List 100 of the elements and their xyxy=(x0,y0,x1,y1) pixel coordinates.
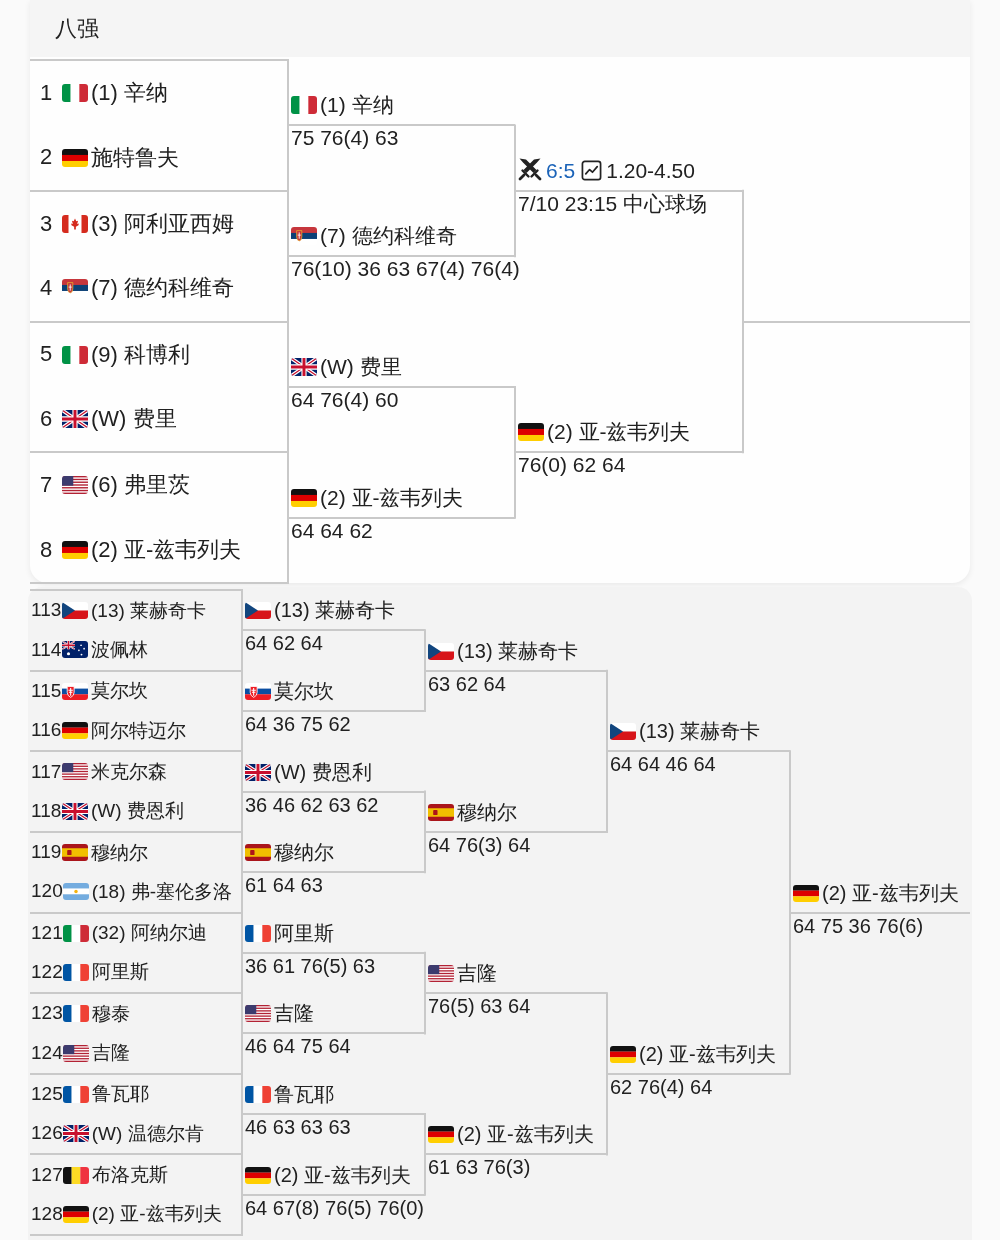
match-score: 46 64 75 64 xyxy=(245,1034,351,1059)
player-name: 穆纳尔 xyxy=(91,840,148,865)
player-name: (2) 亚-兹韦列夫 xyxy=(547,419,691,446)
match-score: 63 62 64 xyxy=(428,671,506,696)
match-score: 36 61 76(5) 63 xyxy=(245,953,376,978)
match-score: 46 63 63 63 xyxy=(245,1115,351,1140)
bracket-line xyxy=(287,189,289,258)
match-score: 64 64 46 64 xyxy=(610,752,716,777)
match-score: 64 62 64 xyxy=(245,631,323,656)
player-name: 鲁瓦耶 xyxy=(91,1082,149,1107)
draw-position: 6 xyxy=(40,405,54,433)
draw-position: 114 xyxy=(31,638,62,662)
player-name: 穆纳尔 xyxy=(457,799,517,825)
match-score: 64 64 62 xyxy=(291,518,373,543)
match-score: 64 76(3) 64 xyxy=(428,832,531,857)
bracket-line xyxy=(514,189,516,258)
bracket-line xyxy=(241,992,243,1035)
player-name: 阿尔特迈尔 xyxy=(91,718,186,743)
draw-position: 115 xyxy=(31,679,62,703)
bracket-line xyxy=(514,385,516,454)
bracket-line xyxy=(789,911,791,1075)
bracket-line xyxy=(287,255,289,323)
match-schedule: 7/10 23:15 中心球场 xyxy=(518,191,708,216)
draw-position: 116 xyxy=(31,719,62,742)
player-name: (W) 费里 xyxy=(91,406,177,433)
player-name: 阿里斯 xyxy=(274,920,334,946)
bracket-line xyxy=(424,1113,426,1156)
bracket-line xyxy=(241,911,243,954)
match-score: 61 64 63 xyxy=(245,873,323,898)
player-name: (1) 辛纳 xyxy=(91,80,168,107)
player-name: (2) 亚-兹韦列夫 xyxy=(91,536,242,563)
bracket-line xyxy=(287,320,289,388)
bracket-line xyxy=(424,629,426,672)
player-name: 莫尔坎 xyxy=(274,678,334,704)
bracket-line xyxy=(241,709,243,753)
match-score: 61 63 76(3) xyxy=(428,1155,531,1180)
bracket-line xyxy=(424,951,426,995)
bracket-line xyxy=(241,629,243,672)
betting-odds: 1.20-4.50 xyxy=(606,157,695,184)
bracket-line xyxy=(287,124,289,192)
player-name: (7) 德约科维奇 xyxy=(91,275,234,302)
draw-position: 117 xyxy=(31,760,62,784)
player-name: 吉隆 xyxy=(457,961,497,987)
draw-position: 7 xyxy=(40,472,54,499)
bracket-line xyxy=(241,750,243,793)
bracket-line xyxy=(241,951,243,995)
player-name: 莫尔坎 xyxy=(91,679,148,704)
player-name: (13) 莱赫奇卡 xyxy=(639,719,761,745)
draw-position: 119 xyxy=(31,841,62,864)
match-score: 76(5) 63 64 xyxy=(428,994,531,1019)
player-name: 施特鲁夫 xyxy=(91,144,179,171)
player-name: 鲁瓦耶 xyxy=(274,1082,334,1108)
bracket-line xyxy=(742,320,744,454)
player-name: 吉隆 xyxy=(91,1041,130,1066)
draw-position: 126 xyxy=(31,1122,63,1146)
draw-position: 121 xyxy=(31,921,63,945)
player-name: (2) 亚-兹韦列夫 xyxy=(822,880,959,906)
player-name: 波佩林 xyxy=(91,637,148,662)
draw-position: 8 xyxy=(40,536,54,563)
player-name: (W) 费恩利 xyxy=(274,759,372,785)
bracket-line xyxy=(424,992,426,1035)
bracket-line xyxy=(606,750,608,833)
player-name: (13) 莱赫奇卡 xyxy=(274,598,396,624)
section-title: 八强 xyxy=(55,14,99,43)
bracket-line xyxy=(424,790,426,833)
player-name: 米克尔森 xyxy=(91,759,167,784)
player-name: (18) 弗-塞伦多洛 xyxy=(91,879,233,904)
bracket-line xyxy=(241,871,243,914)
match-score: 64 36 75 62 xyxy=(245,711,351,736)
player-name: (W) 费恩利 xyxy=(91,799,184,824)
player-name: (6) 弗里茨 xyxy=(91,472,190,499)
bracket-line xyxy=(287,516,289,584)
match-score: 76(10) 36 63 67(4) 76(4) xyxy=(291,257,520,282)
draw-position: 113 xyxy=(31,599,62,623)
player-name: 布洛克斯 xyxy=(91,1163,168,1188)
match-score: 75 76(4) 63 xyxy=(291,126,399,151)
bracket-line xyxy=(424,830,426,874)
player-name: (W) 费里 xyxy=(320,353,402,380)
player-name: (9) 科博利 xyxy=(91,341,190,368)
player-name: (W) 温德尔肯 xyxy=(91,1121,204,1146)
draw-position: 118 xyxy=(31,799,62,823)
draw-position: 2 xyxy=(40,144,54,171)
player-name: 吉隆 xyxy=(274,1001,314,1027)
player-name: 穆泰 xyxy=(91,1001,130,1026)
bracket-line xyxy=(424,669,426,712)
bracket-line xyxy=(241,669,243,712)
draw-position: 122 xyxy=(31,961,63,984)
match-score: 64 75 36 76(6) xyxy=(793,913,924,938)
draw-position: 120 xyxy=(31,880,63,904)
draw-position: 4 xyxy=(40,275,54,302)
bracket-line xyxy=(514,124,516,192)
player-name: (13) 莱赫奇卡 xyxy=(457,638,579,664)
bracket-line xyxy=(241,1032,243,1075)
draw-position: 3 xyxy=(40,210,54,238)
draw-position: 127 xyxy=(31,1163,63,1187)
match-score: 64 67(8) 76(5) 76(0) xyxy=(245,1195,424,1220)
player-name: (7) 德约科维奇 xyxy=(320,223,457,250)
player-name: (2) 亚-兹韦列夫 xyxy=(320,484,464,511)
bracket-line xyxy=(241,589,243,632)
bracket-line xyxy=(742,189,744,323)
